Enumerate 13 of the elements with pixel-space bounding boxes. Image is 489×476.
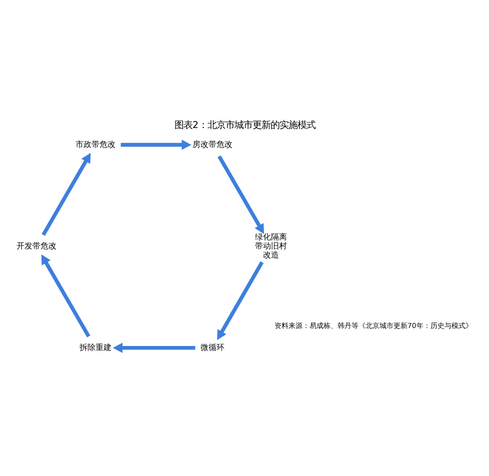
arrow	[120, 139, 191, 150]
arrow	[41, 152, 90, 236]
node-text: 房改带危改	[192, 138, 232, 148]
diagram-title: 图表2：北京市城市更新的实施模式	[174, 119, 315, 130]
node-text: 开发带危改	[16, 240, 56, 250]
node-text: 拆除重建	[78, 342, 111, 352]
node-text: 市政带危改	[74, 138, 115, 148]
arrow	[217, 154, 264, 234]
arrow	[112, 342, 195, 352]
arrow	[216, 260, 264, 340]
node-text: 微循环	[200, 342, 224, 352]
node-text: 绿化隔离带动旧村改造	[254, 231, 287, 259]
arrow	[40, 254, 90, 337]
